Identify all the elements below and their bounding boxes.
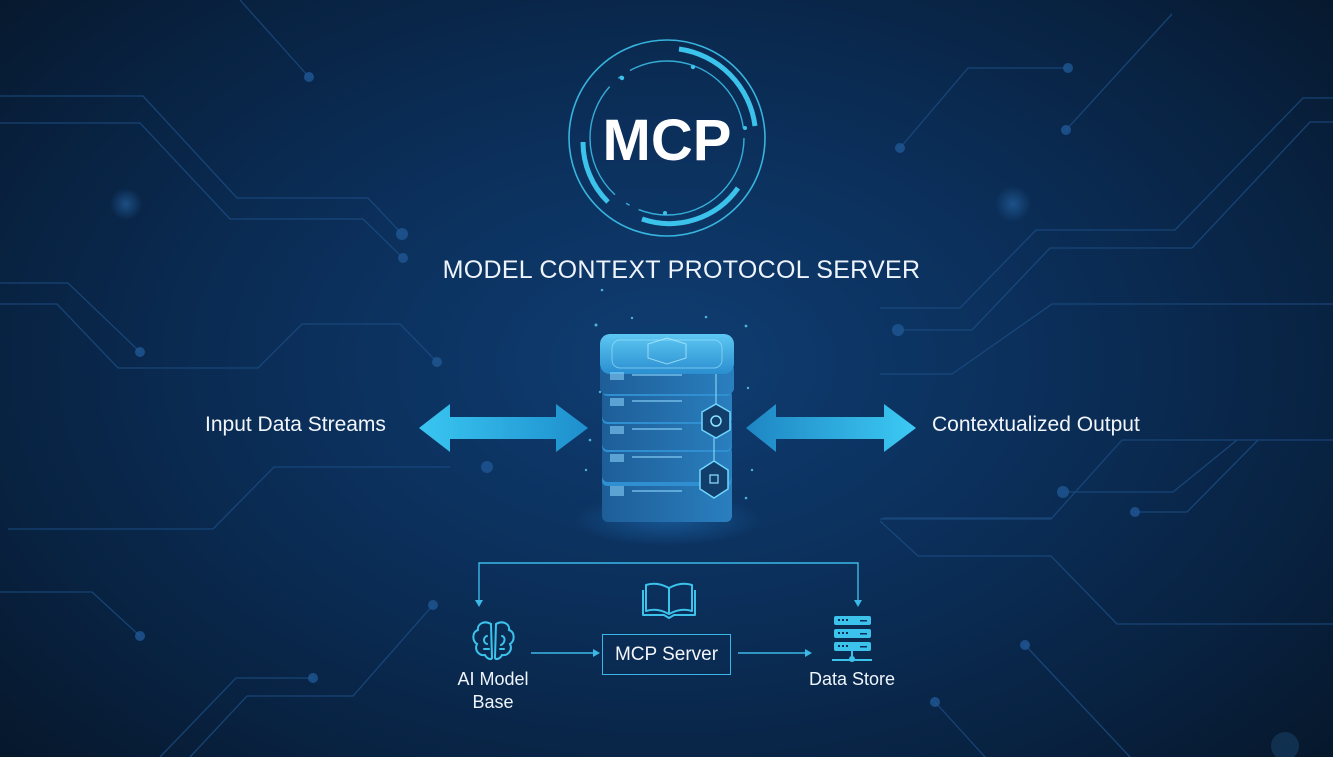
book-icon (642, 582, 696, 619)
contextualized-output-label: Contextualized Output (932, 413, 1140, 436)
circuit-trace (8, 466, 450, 530)
circuit-trace (1065, 13, 1173, 131)
circuit-node (304, 72, 314, 82)
circuit-trace (0, 591, 141, 637)
input-data-streams-label: Input Data Streams (205, 413, 386, 436)
circuit-node (1057, 486, 1069, 498)
circuit-trace (0, 95, 403, 235)
data-store-label: Data Store (808, 669, 896, 689)
circuit-node (428, 600, 438, 610)
circuit-trace (1063, 439, 1238, 493)
output-double-arrow (746, 404, 916, 452)
glow-dot (995, 186, 1031, 222)
input-double-arrow (419, 404, 588, 452)
circuit-node (135, 347, 145, 357)
logo-outer-ring (568, 39, 766, 237)
circuit-node (135, 631, 145, 641)
mcp-server-label: MCP Server (614, 643, 719, 665)
logo-inner-ring (589, 60, 745, 216)
circuit-trace (880, 303, 1333, 375)
circuit-trace (189, 604, 434, 757)
server-stack-icon (600, 334, 734, 522)
circuit-node (1130, 507, 1140, 517)
circuit-node (1061, 125, 1071, 135)
arrowhead-store (854, 600, 862, 607)
circuit-trace (1024, 644, 1131, 757)
circuit-trace (934, 701, 986, 757)
circuit-trace (239, 0, 309, 77)
circuit-node (892, 324, 904, 336)
page-title: MODEL CONTEXT PROTOCOL SERVER (442, 256, 921, 284)
logo-text: MCP (603, 108, 732, 173)
database-server-icon (832, 616, 872, 662)
top-connector-line (478, 562, 859, 604)
circuit-node (1020, 640, 1030, 650)
glow-dot (1271, 732, 1299, 757)
circuit-node (398, 253, 408, 263)
circuit-node (481, 461, 493, 473)
arrowhead-datastore (805, 649, 812, 657)
circuit-trace (880, 97, 1333, 309)
circuit-node (432, 357, 442, 367)
circuit-trace (0, 282, 141, 353)
glow-dot (110, 188, 142, 220)
ai-model-label-line2: Base (472, 692, 514, 712)
logo-arc-left (580, 141, 610, 204)
ai-model-node-label: AI Model Base (443, 668, 543, 714)
circuit-trace (159, 677, 313, 757)
circuit-node (1063, 63, 1073, 73)
circuit-trace (0, 303, 438, 369)
circuit-trace (0, 122, 404, 259)
circuit-node (930, 697, 940, 707)
circuit-trace (879, 520, 1333, 625)
circuit-trace (899, 67, 1068, 149)
logo-arc-bottom (641, 186, 741, 227)
circuit-trace (898, 121, 1333, 331)
circuit-node (308, 673, 318, 683)
logo-arc-top-right (678, 46, 758, 127)
arrowhead-ai (475, 600, 483, 607)
ai-model-label-line1: AI Model (457, 669, 529, 689)
mcp-server-node: MCP Server (602, 634, 731, 675)
circuit-node (396, 228, 408, 240)
circuit-trace (1135, 439, 1259, 513)
brain-icon (472, 621, 515, 660)
circuit-trace (880, 439, 1333, 520)
circuit-node (895, 143, 905, 153)
arrowhead-server (593, 649, 600, 657)
